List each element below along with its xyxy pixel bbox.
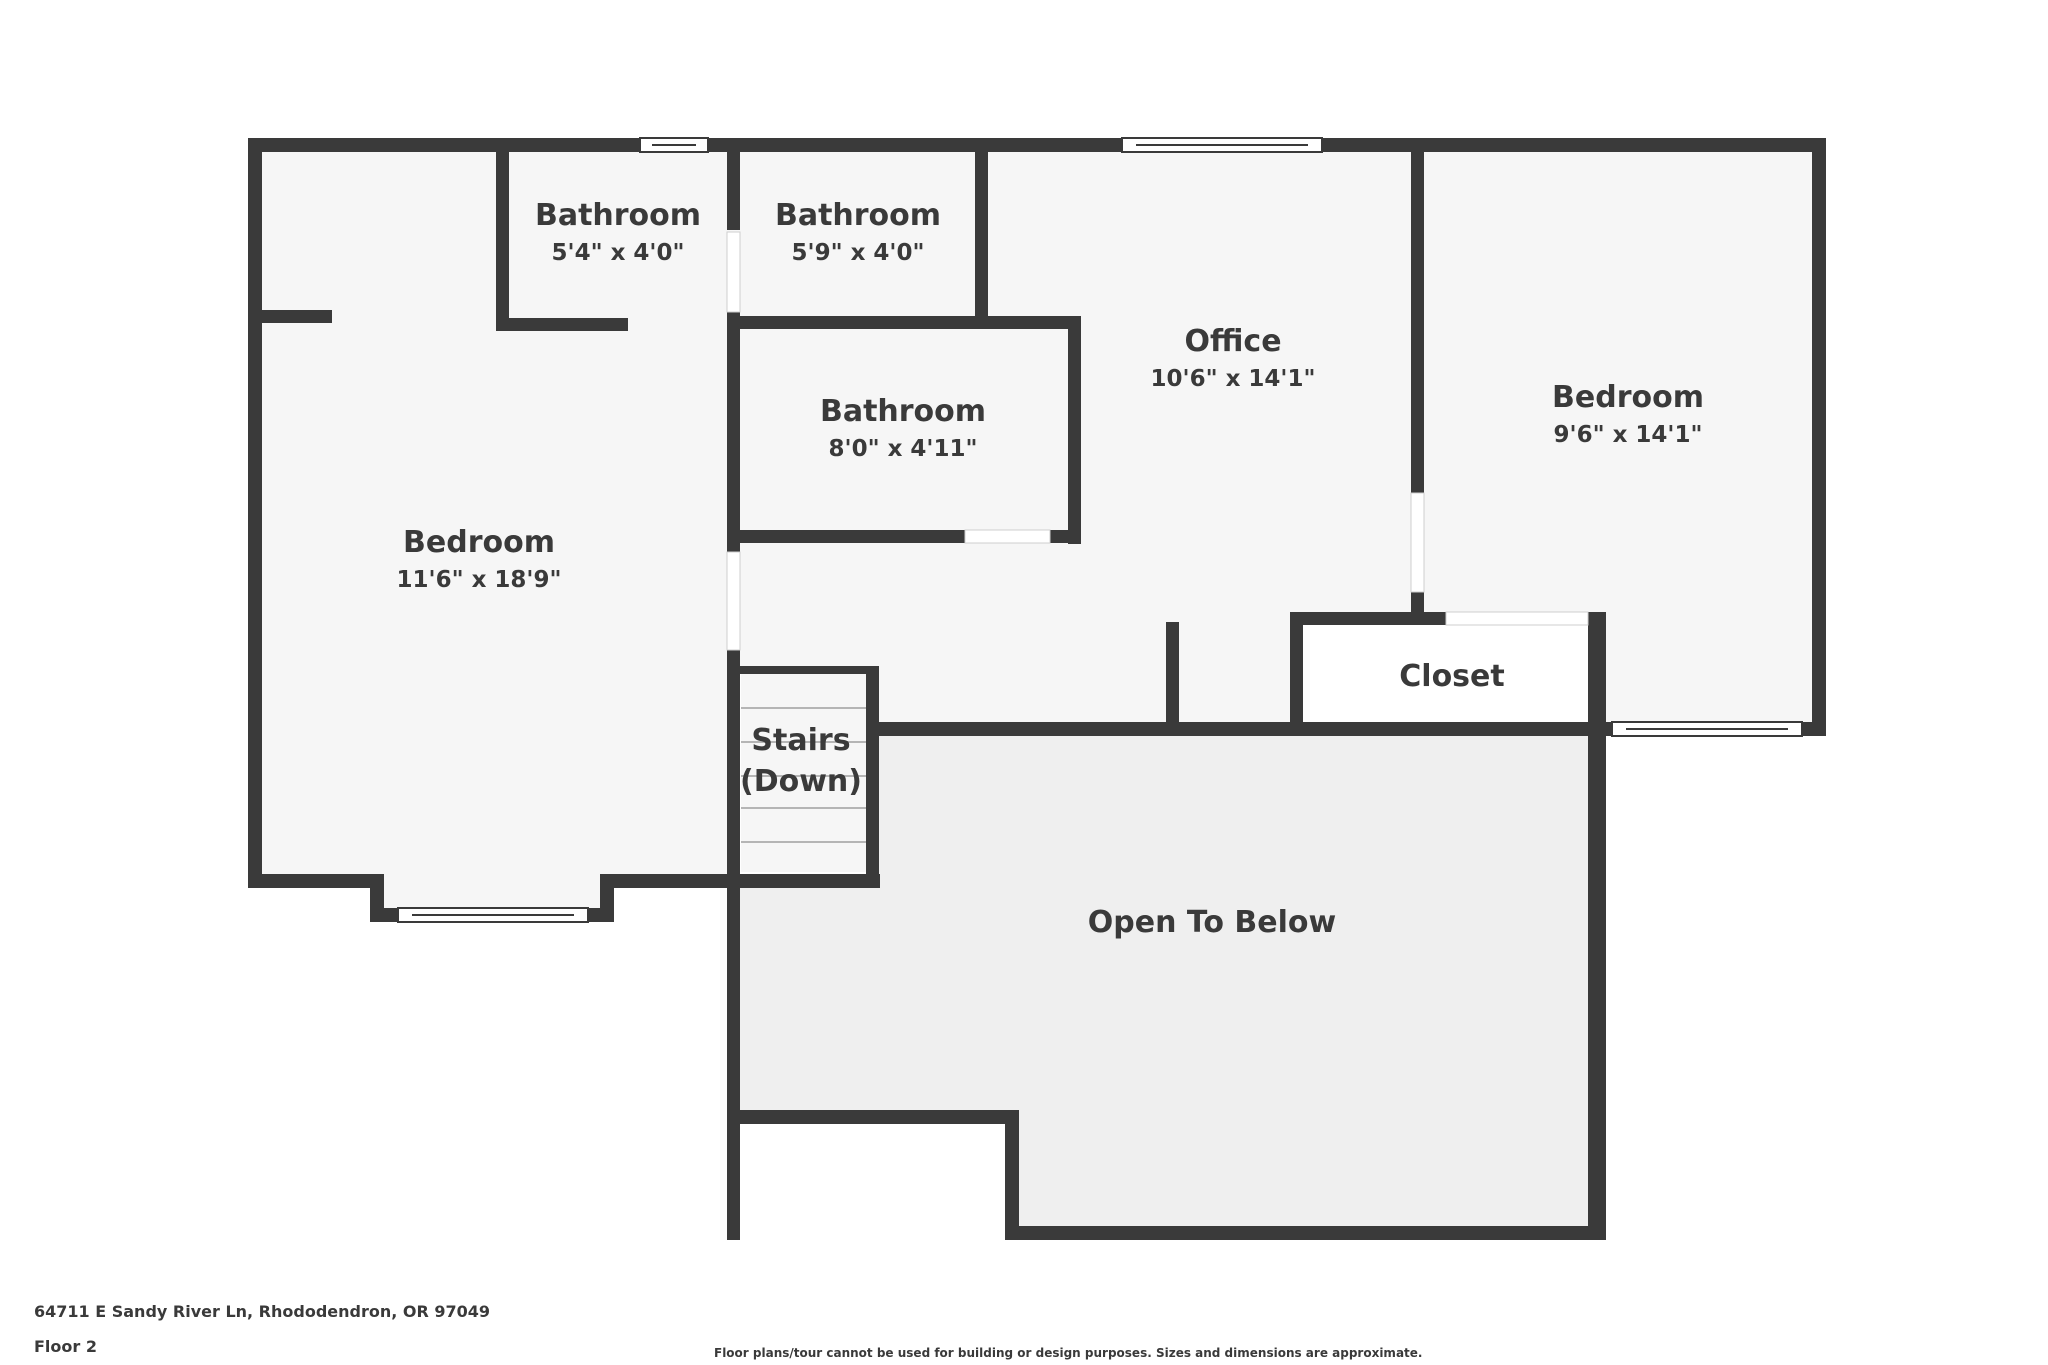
doorway (1445, 611, 1589, 626)
room-dimensions: 11'6" x 18'9" (397, 567, 562, 593)
room-name: Bathroom (775, 198, 941, 233)
doorway (726, 551, 741, 651)
windows (397, 137, 1803, 923)
room-fills (255, 148, 1815, 1232)
room-name: Stairs (751, 723, 850, 758)
doorway (964, 529, 1051, 544)
room-name: (Down) (740, 764, 862, 799)
room-dimensions: 9'6" x 14'1" (1554, 422, 1703, 448)
bedroom-east-fill (1418, 148, 1815, 728)
room-name: Office (1184, 324, 1281, 359)
room-name: Bedroom (403, 525, 555, 560)
doorway (726, 231, 741, 313)
disclaimer: Floor plans/tour cannot be used for buil… (714, 1346, 1423, 1360)
stairs-fill (741, 672, 869, 872)
room-dimensions: 5'9" x 4'0" (792, 240, 925, 266)
room-labels: Bedroom 11'6" x 18'9" Bathroom 5'4" x 4'… (397, 198, 1704, 940)
room-name: Bedroom (1552, 380, 1704, 415)
room-dimensions: 10'6" x 14'1" (1151, 366, 1316, 392)
room-name: Closet (1399, 659, 1504, 694)
room-dimensions: 5'4" x 4'0" (552, 240, 685, 266)
room-name: Open To Below (1088, 905, 1336, 940)
room-name: Bathroom (535, 198, 701, 233)
room-dimensions: 8'0" x 4'11" (829, 436, 978, 462)
bedroom-west-fill (255, 148, 733, 910)
walls (248, 138, 1826, 1240)
room-name: Bathroom (820, 394, 986, 429)
bathroom-2-fill (733, 148, 981, 320)
stair-treads (741, 707, 868, 843)
doorway (1410, 492, 1425, 593)
property-address: 64711 E Sandy River Ln, Rhododendron, OR… (34, 1302, 491, 1321)
floor-label: Floor 2 (34, 1337, 97, 1356)
open-to-below-fill (733, 728, 1600, 1232)
